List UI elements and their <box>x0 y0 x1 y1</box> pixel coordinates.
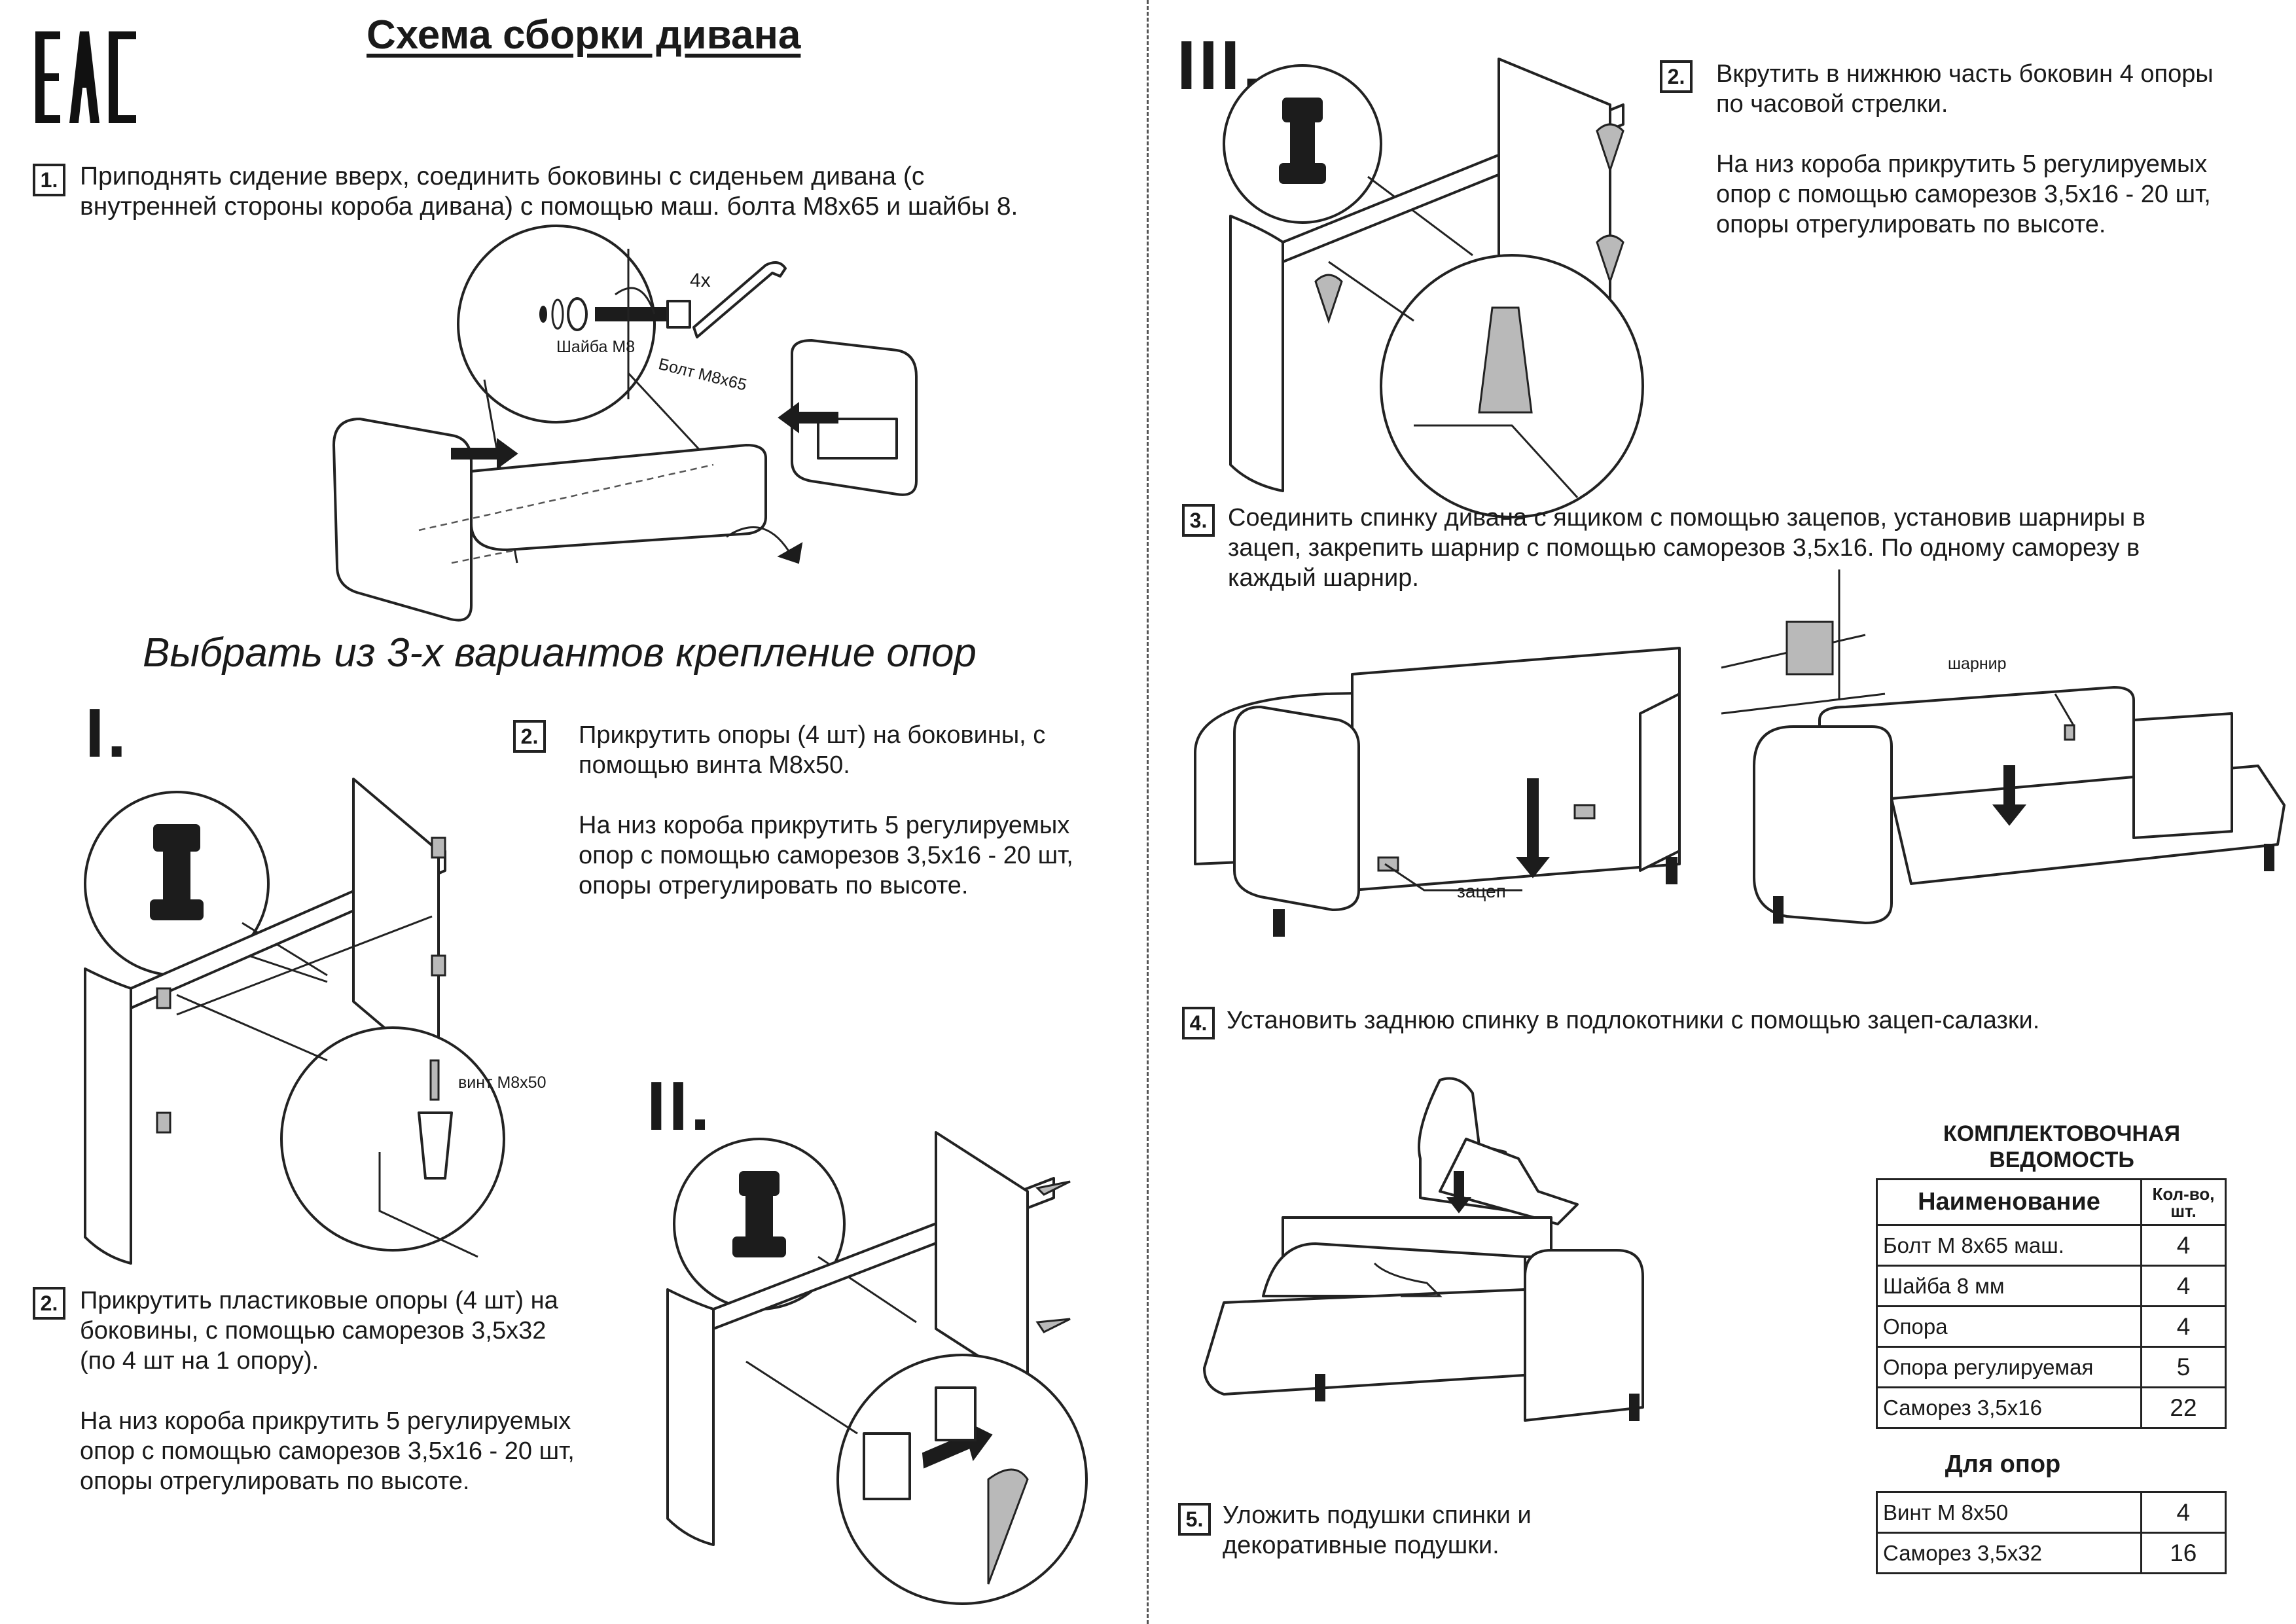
supports-row-qty: 4 <box>2140 1491 2227 1534</box>
variant-1-text: Прикрутить опоры (4 шт) на боковины, с п… <box>579 721 1073 899</box>
supports-row-name: Саморез 3,5х32 <box>1876 1532 2142 1574</box>
variant-2-legs-illustration <box>666 1131 1088 1605</box>
supports-row-qty: 16 <box>2140 1532 2227 1574</box>
variant-plastic-legs-text: Прикрутить пластиковые опоры (4 шт) на б… <box>80 1287 575 1495</box>
supports-title: Для опор <box>1945 1451 2061 1478</box>
step-1-text: Приподнять сидение вверх, соединить боко… <box>80 162 1018 221</box>
step-4-illustration <box>1203 1077 1644 1422</box>
spec-table: Наименование Кол-во, шт. Болт М 8х65 маш… <box>1876 1178 2227 1429</box>
variant-3-text: Вкрутить в нижнюю часть боковин 4 опоры … <box>1716 60 2214 238</box>
step-1-assembly-illustration <box>332 225 918 622</box>
spec-col-qty: Кол-во, шт. <box>2140 1178 2227 1226</box>
variant-1-step-number-text: 2. <box>520 725 539 748</box>
variants-heading: Выбрать из 3-х вариантов крепление опор <box>143 630 977 676</box>
variant-3-step-number-text: 2. <box>1667 65 1685 88</box>
spec-col-name: Наименование <box>1876 1178 2142 1226</box>
step-3-right-illustration <box>1721 569 2286 924</box>
step-1-number: 1. <box>33 164 65 196</box>
step-4-number: 4. <box>1182 1007 1215 1039</box>
washer-label: Шайба М8 <box>556 338 636 356</box>
spec-row-qty: 4 <box>2140 1224 2227 1267</box>
spec-table-header: Наименование Кол-во, шт. <box>1876 1178 2227 1226</box>
spec-row-name: Шайба 8 мм <box>1876 1265 2142 1307</box>
variant-1-lower-step-number-text: 2. <box>40 1291 58 1315</box>
step-1-number-text: 1. <box>40 168 58 192</box>
spec-row-qty: 4 <box>2140 1265 2227 1307</box>
supports-row-name: Винт М 8х50 <box>1876 1491 2142 1534</box>
page-fold-divider <box>1147 0 1149 1624</box>
table-row: Болт М 8х65 маш.4 <box>1876 1224 2227 1267</box>
spec-row-name: Опора регулируемая <box>1876 1346 2142 1388</box>
step-3-number-text: 3. <box>1189 509 1208 532</box>
step-4-text: Установить заднюю спинку в подлокотники … <box>1227 1007 2040 1034</box>
variant-3-step-number: 2. <box>1660 60 1693 93</box>
spec-row-name: Саморез 3,5х16 <box>1876 1386 2142 1429</box>
variant-1-lower-step-number: 2. <box>33 1287 65 1320</box>
variant-1-numeral: I. <box>85 695 129 772</box>
step-5-number: 5. <box>1178 1503 1211 1536</box>
bolt-count-label: 4x <box>690 270 711 291</box>
variant-2-numeral: II. <box>647 1068 713 1145</box>
variant-3-legs-illustration <box>1223 58 1644 518</box>
spec-row-qty: 22 <box>2140 1386 2227 1429</box>
variant-1-legs-illustration <box>84 778 505 1265</box>
step-4-number-text: 4. <box>1189 1011 1208 1035</box>
hinge-label: шарнир <box>1948 655 2007 673</box>
variant-1-step-number: 2. <box>513 720 546 753</box>
eac-mark-icon <box>35 31 136 123</box>
step-5-number-text: 5. <box>1185 1507 1204 1531</box>
spec-row-qty: 4 <box>2140 1305 2227 1348</box>
page-title: Схема сборки дивана <box>367 12 801 58</box>
hook-label: зацеп <box>1457 881 1506 901</box>
spec-row-qty: 5 <box>2140 1346 2227 1388</box>
step-5-text: Уложить подушки спинки и декоративные по… <box>1223 1502 1532 1559</box>
step-3-left-illustration <box>1194 647 1681 937</box>
spec-row-name: Опора <box>1876 1305 2142 1348</box>
step-3-text: Соединить спинку дивана с ящиком с помощ… <box>1228 504 2145 592</box>
screw-m8x50-label: винт М8х50 <box>458 1074 547 1092</box>
step-3-number: 3. <box>1182 504 1215 537</box>
spec-row-name: Болт М 8х65 маш. <box>1876 1224 2142 1267</box>
spec-title: КОМПЛЕКТОВОЧНАЯ ВЕДОМОСТЬ <box>1943 1121 2181 1172</box>
